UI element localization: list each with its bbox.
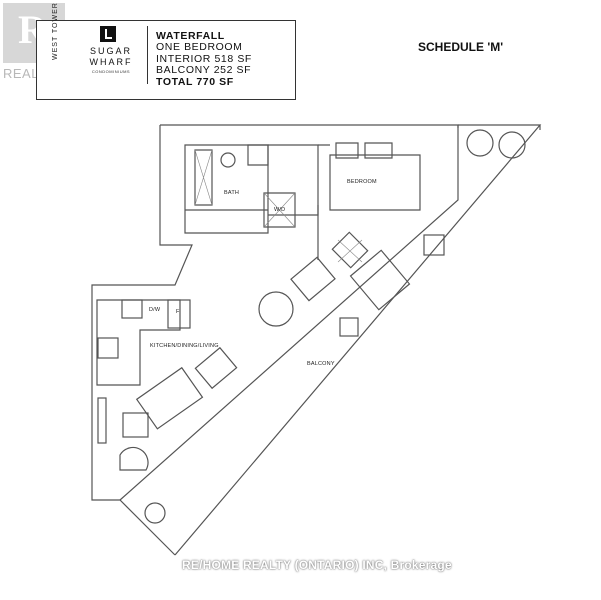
suite-type: ONE BEDROOM [156,41,243,54]
unit-details: WATERFALL ONE BEDROOM INTERIOR 518 SF BA… [156,30,252,88]
bedroom-label: BEDROOM [347,179,377,185]
total-area: TOTAL 770 SF [156,75,234,88]
bed [329,154,421,211]
balcony-table [331,231,369,269]
bath-label: BATH [224,190,240,196]
fridge [167,299,191,329]
outer-wall-left [91,125,193,556]
side-table [122,412,149,438]
chair [194,346,238,390]
balcony-chair [339,317,359,337]
fridge-label: F [176,309,180,315]
interior-window-wall [119,125,459,501]
interior-area: INTERIOR 518 SF [156,52,252,65]
sugar-wharf-logo: SUGAR WHARF CONDOMINIUMS [80,26,138,76]
brand-small: CONDOMINIUMS [91,69,131,74]
plant [466,129,494,157]
brand-line-1: SUGAR [89,46,132,56]
dining-table [258,291,294,327]
balcony-area: BALCONY 252 SF [156,64,252,77]
outer-wall-top [160,124,459,128]
sugar-wharf-icon [100,26,116,42]
sofa [135,366,204,430]
schedule-title: SCHEDULE 'M' [418,40,504,54]
toilet [220,152,236,168]
suite-name: WATERFALL [156,30,225,42]
footer-watermark: RE/HOME REALTY (ONTARIO) INC, Brokerage [182,558,452,572]
brand-line-2: WHARF [89,57,133,67]
plant [144,502,166,524]
bath-enclosure [184,144,269,234]
laundry-label: W/D [274,207,286,213]
dishwasher-label: D/W [149,307,161,313]
sink-box [247,144,269,166]
kitchen-label: KITCHEN/DINING/LIVING [150,343,219,349]
chair [290,256,336,302]
unit-info-box [36,20,296,100]
info-divider [147,26,148,84]
cooktop [97,337,119,359]
balcony-sofa [349,249,411,311]
balcony-chair [423,234,445,256]
kitchen-sink [121,299,143,319]
round-chair [119,446,149,471]
tv-unit [97,397,107,444]
plant [498,131,526,159]
balcony-label: BALCONY [307,361,335,367]
